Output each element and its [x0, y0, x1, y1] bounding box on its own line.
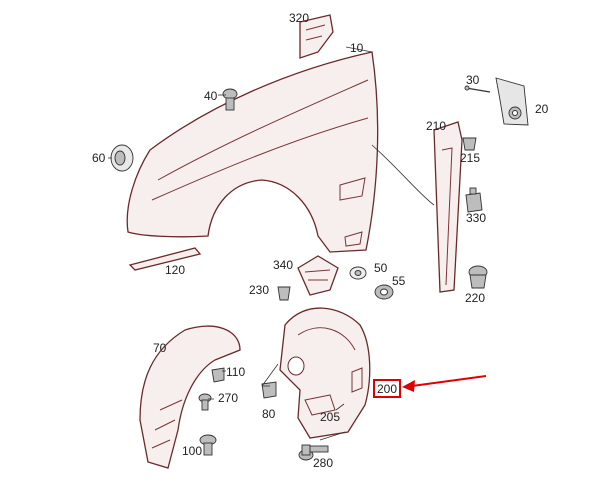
highlight-box [373, 379, 401, 398]
callout-205: 205 [320, 410, 340, 424]
callout-340: 340 [273, 258, 293, 272]
callout-40: 40 [204, 89, 218, 103]
callout-220: 220 [465, 291, 485, 305]
part-55-nut [374, 284, 394, 300]
part-340-cover [297, 255, 339, 296]
leader-lines [108, 46, 435, 441]
part-330-clip [465, 187, 483, 213]
highlight-arrow-shaft [411, 375, 487, 387]
callout-330: 330 [466, 211, 486, 225]
callout-215: 215 [460, 151, 480, 165]
callout-70: 70 [153, 341, 167, 355]
part-120-strip [128, 247, 202, 271]
callout-10: 10 [350, 41, 364, 55]
callout-200: 200 [377, 382, 397, 396]
callout-280: 280 [313, 456, 333, 470]
part-70-liner [139, 325, 241, 469]
callout-60: 60 [92, 151, 106, 165]
part-10-fender [126, 51, 379, 253]
callout-100: 100 [182, 444, 202, 458]
part-50-washer [349, 266, 367, 280]
part-110-clip [211, 367, 225, 383]
callout-50: 50 [374, 261, 388, 275]
part-220-grommet [468, 265, 488, 289]
callout-20: 20 [535, 102, 549, 116]
callout-210: 210 [426, 119, 446, 133]
part-210-strip [433, 121, 463, 293]
callout-55: 55 [392, 274, 406, 288]
part-280-bolt [298, 444, 329, 461]
callout-230: 230 [249, 283, 269, 297]
highlight-callout [373, 375, 487, 398]
part-60-grommet [110, 144, 134, 172]
part-215-clip [462, 137, 477, 151]
callout-labels: 320 10 30 20 40 60 210 215 330 120 340 5… [92, 11, 549, 470]
callout-120: 120 [165, 263, 185, 277]
part-320-bracket [299, 14, 334, 59]
part-270-screw [198, 393, 212, 411]
part-80-clip [261, 381, 277, 399]
part-30-pin [464, 85, 491, 93]
part-100-bolt [199, 434, 217, 456]
part-200-liner [279, 307, 371, 439]
highlight-arrow-head [402, 380, 415, 392]
part-230-clip [277, 286, 291, 301]
part-20-bracket [495, 77, 529, 126]
part-40-bolt [222, 88, 238, 111]
callout-320: 320 [289, 11, 309, 25]
callout-270: 270 [218, 391, 238, 405]
callout-30: 30 [466, 73, 480, 87]
callout-80: 80 [262, 407, 276, 421]
callout-110: 110 [226, 365, 245, 379]
